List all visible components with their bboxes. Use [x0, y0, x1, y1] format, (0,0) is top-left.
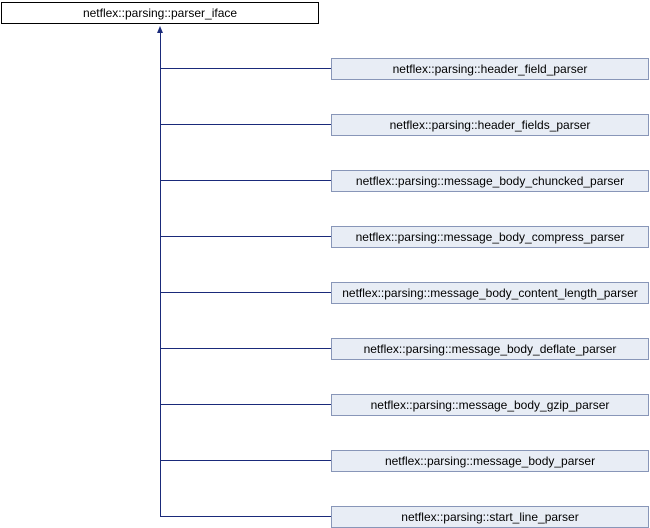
inheritance-arrowhead — [157, 26, 163, 33]
class-node-message-body-deflate-parser[interactable]: netflex::parsing::message_body_deflate_p… — [331, 338, 649, 360]
class-node-message-body-parser[interactable]: netflex::parsing::message_body_parser — [331, 450, 649, 472]
class-node-label: netflex::parsing::start_line_parser — [401, 510, 579, 524]
class-node-label: netflex::parsing::message_body_chuncked_… — [355, 174, 625, 188]
class-node-label: netflex::parsing::header_fields_parser — [389, 118, 591, 132]
class-node-header-field-parser[interactable]: netflex::parsing::header_field_parser — [331, 58, 649, 80]
class-node-header-fields-parser[interactable]: netflex::parsing::header_fields_parser — [331, 114, 649, 136]
class-node-message-body-chuncked-parser[interactable]: netflex::parsing::message_body_chuncked_… — [331, 170, 649, 192]
class-node-message-body-content-length-parser[interactable]: netflex::parsing::message_body_content_l… — [331, 282, 649, 304]
class-node-label: netflex::parsing::header_field_parser — [392, 62, 588, 76]
class-node-label: netflex::parsing::message_body_deflate_p… — [363, 342, 617, 356]
class-node-label: netflex::parsing::parser_iface — [82, 6, 238, 20]
class-node-label: netflex::parsing::message_body_gzip_pars… — [370, 398, 610, 412]
class-node-parser-iface[interactable]: netflex::parsing::parser_iface — [1, 2, 319, 24]
class-node-start-line-parser[interactable]: netflex::parsing::start_line_parser — [331, 506, 649, 528]
class-node-message-body-compress-parser[interactable]: netflex::parsing::message_body_compress_… — [331, 226, 649, 248]
class-node-message-body-gzip-parser[interactable]: netflex::parsing::message_body_gzip_pars… — [331, 394, 649, 416]
class-node-label: netflex::parsing::message_body_parser — [384, 454, 596, 468]
class-node-label: netflex::parsing::message_body_compress_… — [355, 230, 625, 244]
class-node-label: netflex::parsing::message_body_content_l… — [342, 286, 638, 300]
